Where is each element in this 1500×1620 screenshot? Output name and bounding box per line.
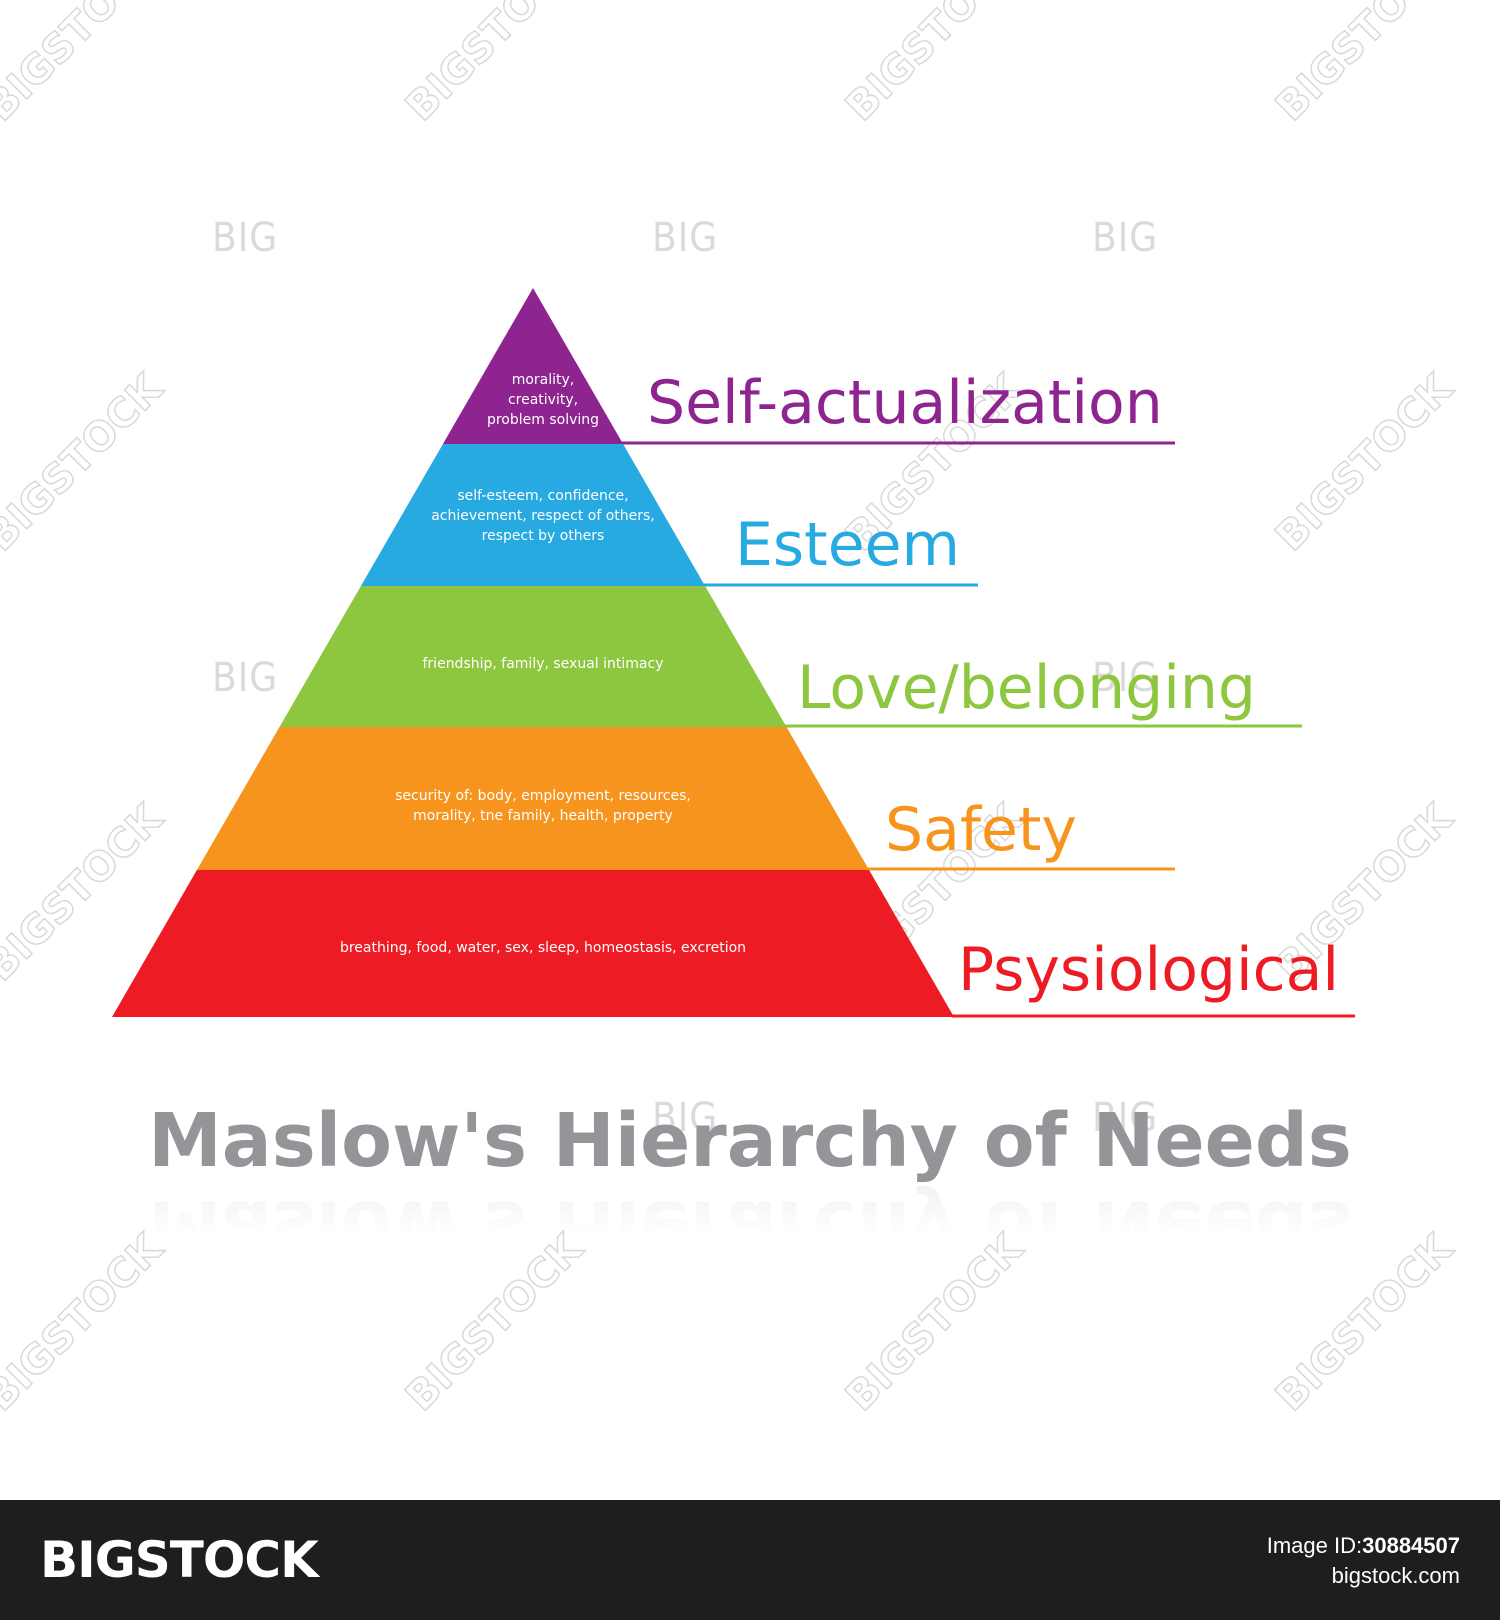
pyramid-tier-4 — [196, 727, 870, 870]
tier-description-3: friendship, family, sexual intimacy — [422, 656, 664, 672]
tier-label-2: Esteem — [735, 510, 960, 580]
pyramid-tier-3 — [279, 586, 787, 727]
image-id-value: 30884507 — [1362, 1533, 1460, 1558]
diagram-title-reflection: Maslow's Hierarchy of Needs — [148, 1184, 1352, 1270]
pyramid-tier-2 — [360, 444, 706, 586]
pyramid-tier-1 — [442, 288, 624, 444]
diagram-canvas: BIGBIGBIGBIGBIGBIGBIGBIGBIGSTOCKBIGSTOCK… — [0, 0, 1463, 1421]
tier-description-4: security of: body, employment, resources… — [395, 788, 691, 824]
pyramid-tier-5 — [112, 870, 954, 1017]
footer-bar: BIGSTOCK Image ID:30884507 bigstock.com — [0, 1500, 1500, 1620]
tier-description-5: breathing, food, water, sex, sleep, home… — [339, 940, 747, 956]
footer-url: bigstock.com — [1331, 1563, 1460, 1588]
tier-label-5: Psysiological — [958, 935, 1340, 1005]
tier-label-1: Self-actualization — [647, 368, 1163, 438]
tier-label-4: Safety — [885, 795, 1077, 865]
tier-description-2: self-esteem, confidence, achievement, re… — [431, 488, 655, 544]
diagram-title: Maslow's Hierarchy of Needs — [148, 1098, 1352, 1184]
tier-description-1: morality, creativity, problem solving — [486, 372, 600, 428]
footer-image-id: Image ID:30884507 — [1267, 1532, 1460, 1560]
image-id-label: Image ID: — [1266, 1533, 1363, 1558]
footer-logo: BIGSTOCK — [40, 1531, 319, 1589]
tier-label-3: Love/belonging — [797, 653, 1256, 723]
pyramid-diagram — [112, 288, 1355, 1018]
